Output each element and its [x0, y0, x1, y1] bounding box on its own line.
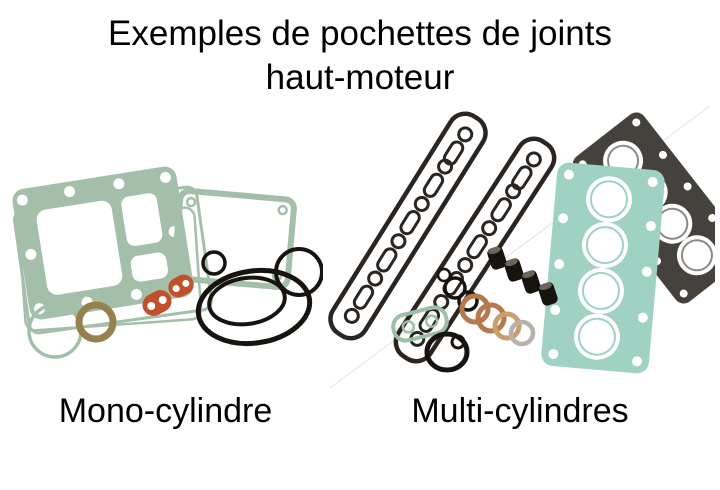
- title-line-1: Exemples de pochettes de joints: [108, 14, 612, 53]
- title-line-2: haut-moteur: [265, 57, 455, 97]
- o-ring-small: [443, 276, 467, 300]
- o-ring-tiny: [450, 334, 466, 350]
- o-ring-large: [195, 268, 313, 346]
- mono-cylinder-label: Mono-cylindre: [58, 392, 273, 430]
- o-ring-small: [436, 267, 452, 283]
- exhaust-gasket-orange: [142, 290, 172, 316]
- intake-gasket: [391, 305, 449, 343]
- o-ring-medium: [207, 275, 287, 327]
- head-gasket-teal: [541, 162, 665, 374]
- exhaust-gasket-orange: [168, 274, 194, 298]
- page-title: Exemples de pochettes de joints haut-mote…: [0, 12, 720, 100]
- washer: [508, 319, 536, 347]
- multi-cylinder-label: Multi-cylindres: [411, 392, 629, 430]
- mono-cylinder-gasket-art: [12, 166, 323, 359]
- mono-cylinder-photo: [8, 135, 323, 390]
- copper-washer: [459, 293, 491, 325]
- multi-cylinder-photo: [325, 98, 715, 390]
- copper-washer: [492, 311, 522, 341]
- copper-washer: [75, 301, 117, 343]
- multi-cylinder-gasket-art: [328, 105, 715, 389]
- o-ring: [274, 247, 323, 297]
- rubber-ring-gasket: [424, 331, 470, 373]
- copper-washer: [475, 302, 507, 334]
- o-ring-small: [457, 290, 479, 312]
- cylinder-head-gasket: [12, 166, 194, 320]
- valve-stem-seals: [487, 246, 558, 306]
- valve-cover-gasket: [328, 111, 488, 341]
- o-ring-small: [201, 250, 227, 276]
